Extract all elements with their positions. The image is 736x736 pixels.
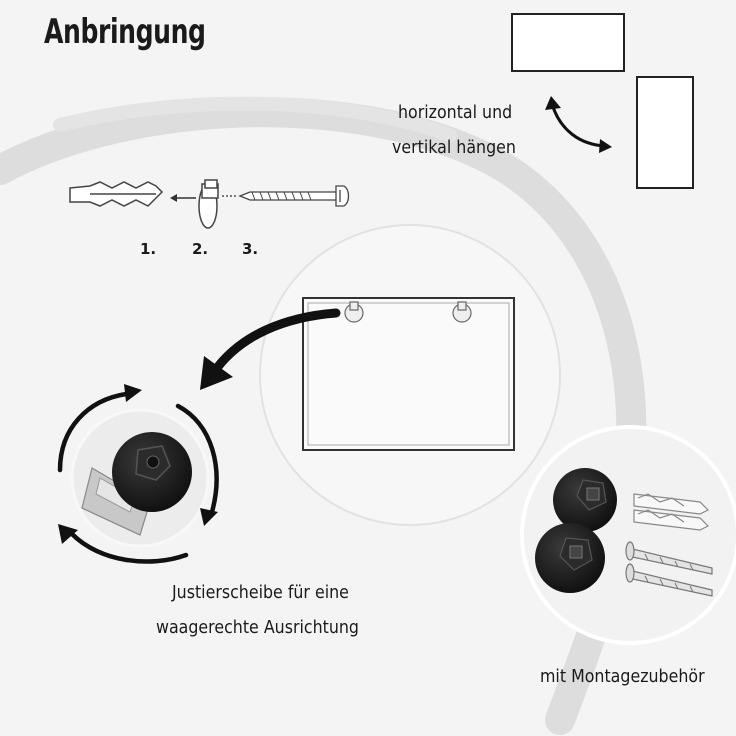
closeup-disc [112, 432, 192, 512]
accessory-disc-2 [535, 523, 605, 593]
mount-point-right [452, 301, 472, 323]
rotation-arrows-icon [57, 391, 219, 564]
page-title: Anbringung [44, 12, 206, 52]
adjust-label-line2: waagerechte Ausrichtung [156, 617, 359, 638]
mount-point-left [344, 301, 364, 323]
vertical-frame-icon [636, 76, 694, 189]
step-3-label: 3. [242, 240, 259, 258]
adjust-label-line1: Justierscheibe für eine [172, 582, 349, 603]
picture-frame [302, 297, 515, 451]
rotate-arrow-icon [550, 103, 607, 148]
accessory-plugs [633, 493, 710, 531]
orientation-label-line2: vertikal hängen [392, 137, 516, 158]
wall-plug-icon [69, 181, 164, 207]
accessories-label: mit Montagezubehör [540, 666, 705, 687]
adjusting-disc-icon [198, 179, 219, 229]
zoom-arrow-icon [209, 308, 341, 377]
horizontal-frame-icon [511, 13, 625, 72]
closeup-bracket [81, 467, 151, 536]
step-2-label: 2. [192, 240, 209, 258]
step-1-label: 1. [140, 240, 157, 258]
accessory-screws [625, 541, 713, 597]
accessory-disc-1 [553, 468, 617, 532]
brush-swoosh-inner [53, 96, 457, 142]
orientation-label-line1: horizontal und [398, 102, 513, 123]
screw-icon [238, 185, 350, 207]
